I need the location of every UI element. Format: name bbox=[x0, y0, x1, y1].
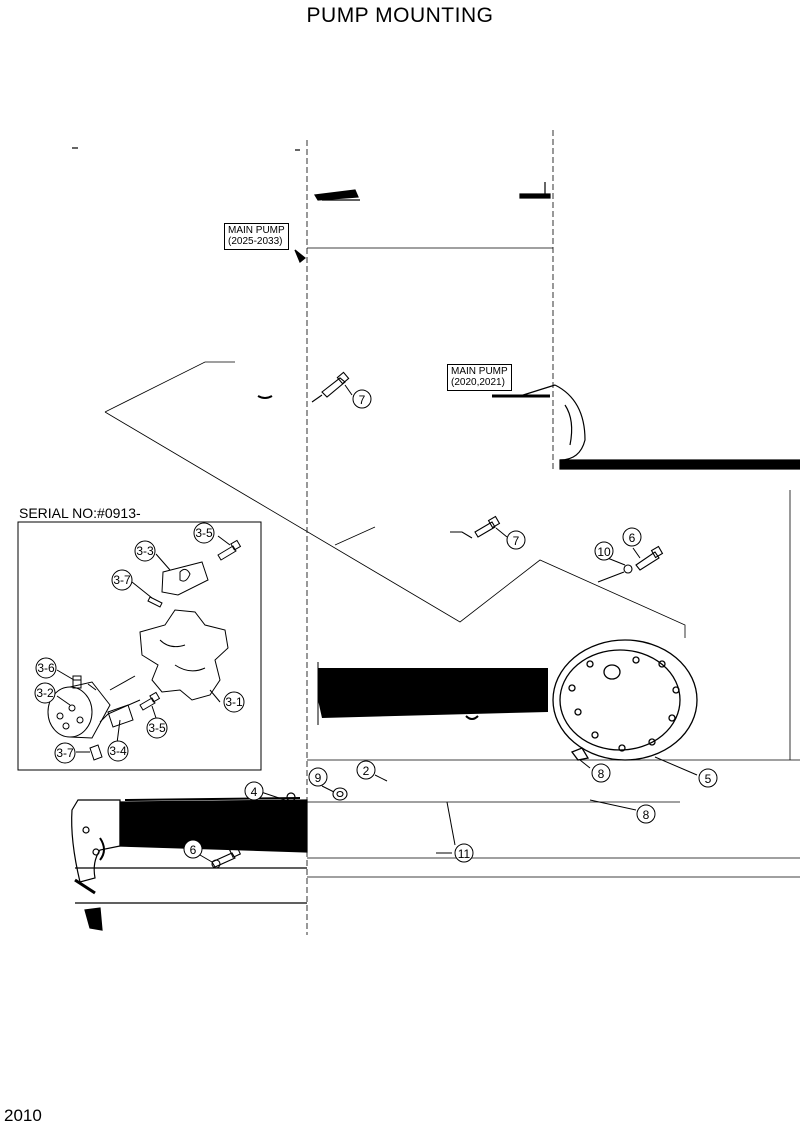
part-label-6: 6 bbox=[190, 843, 197, 857]
part-label-7: 7 bbox=[359, 393, 366, 407]
part-label-3-5: 3-5 bbox=[195, 526, 213, 540]
part-label-6: 6 bbox=[629, 531, 636, 545]
main-pump-callout-lower: MAIN PUMP (2020,2021) bbox=[447, 364, 512, 391]
page-title: PUMP MOUNTING bbox=[306, 4, 494, 27]
part-label-7: 7 bbox=[513, 534, 520, 548]
callout-line-1: MAIN PUMP bbox=[228, 225, 285, 236]
part-balloons bbox=[34, 384, 718, 863]
part-label-8: 8 bbox=[598, 767, 605, 781]
main-pump-upper bbox=[72, 147, 551, 263]
part-label-3-3: 3-3 bbox=[136, 544, 154, 558]
serial-inset bbox=[17, 521, 262, 771]
coupling-block bbox=[317, 662, 548, 725]
part-label-3-5: 3-5 bbox=[148, 721, 166, 735]
part-label-4: 4 bbox=[251, 785, 258, 799]
part-label-3-2: 3-2 bbox=[36, 686, 54, 700]
part-label-9: 9 bbox=[315, 771, 322, 785]
part-label-3-7: 3-7 bbox=[56, 746, 74, 760]
part-balloon-labels: 7 7 6 10 3-5 3-3 3-7 3-6 3-2 3-1 3-5 3-7… bbox=[36, 393, 711, 861]
part-label-3-4: 3-4 bbox=[109, 744, 127, 758]
part-label-3-6: 3-6 bbox=[37, 661, 55, 675]
main-pump-lower bbox=[257, 384, 800, 470]
part-label-10: 10 bbox=[597, 545, 611, 559]
flywheel-ring bbox=[552, 639, 698, 761]
part-label-11: 11 bbox=[458, 847, 471, 861]
callout-line-2: (2025-2033) bbox=[228, 236, 283, 247]
engine-housing bbox=[71, 792, 308, 931]
page-number: 2010 bbox=[4, 1106, 42, 1125]
callout-line-1: MAIN PUMP bbox=[451, 366, 508, 377]
bolt-7-middle bbox=[450, 515, 501, 539]
bolt-7-upper bbox=[311, 371, 350, 403]
serial-note: SERIAL NO:#0913- bbox=[19, 505, 141, 521]
main-pump-callout-upper: MAIN PUMP (2025-2033) bbox=[224, 223, 289, 250]
part-label-5: 5 bbox=[705, 772, 712, 786]
bolt-6-lower bbox=[211, 845, 242, 869]
washer-9 bbox=[332, 787, 348, 801]
bolt-6-washer-10 bbox=[597, 545, 664, 583]
part-label-3-7: 3-7 bbox=[113, 573, 131, 587]
part-label-2: 2 bbox=[363, 764, 370, 778]
callout-line-2: (2020,2021) bbox=[451, 377, 505, 388]
part-label-8: 8 bbox=[643, 808, 650, 822]
part-label-3-1: 3-1 bbox=[225, 695, 243, 709]
